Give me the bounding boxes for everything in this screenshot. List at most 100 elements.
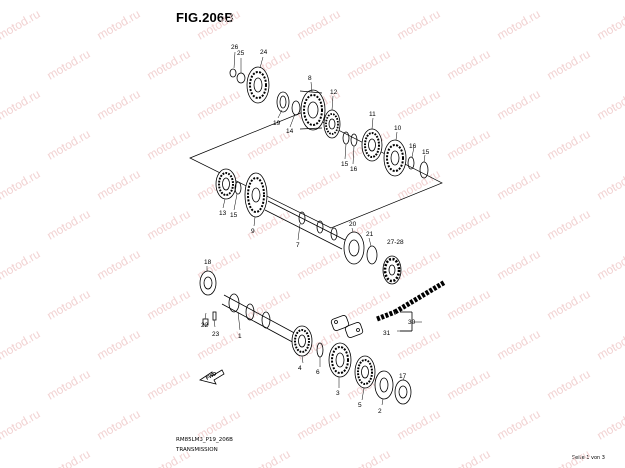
watermark-text: motod.ru [145,47,193,83]
callout-10: 10 [394,125,402,132]
callout-16: 16 [409,143,417,150]
watermark-text: motod.ru [195,87,243,123]
watermark-text: motod.ru [445,47,493,83]
callout-4: 4 [298,365,302,372]
watermark-text: motod.ru [95,7,143,43]
callout-13: 13 [219,210,227,217]
watermark-text: motod.ru [395,7,443,43]
watermark-text: motod.ru [45,127,93,163]
ring-19 [276,91,290,113]
watermark-text: motod.ru [495,7,543,43]
gear-8 [299,89,326,131]
washer-15c [234,181,242,195]
gear-10 [383,139,407,177]
callout-26: 26 [231,44,239,51]
watermark-text: motod.ru [295,407,343,443]
watermark-text: motod.ru [595,407,625,443]
watermark-text: motod.ru [545,367,593,403]
watermark-text: motod.ru [195,407,243,443]
callout-31: 31 [383,330,391,337]
watermark-text: motod.ru [245,367,293,403]
watermark-text: motod.ru [495,407,543,443]
callout-22: 22 [201,322,209,329]
washer-16b [407,156,415,170]
watermark-text: motod.ru [345,447,393,468]
bearing-17 [394,379,412,405]
watermark-text: motod.ru [595,247,625,283]
watermark-text: motod.ru [45,367,93,403]
gear-5 [354,355,376,389]
callout-17: 17 [399,373,407,380]
watermark-text: motod.ru [95,247,143,283]
watermark-text: motod.ru [345,287,393,323]
watermark-text: motod.ru [95,167,143,203]
fwd-label: FWD [205,371,218,382]
callout-23: 23 [212,331,220,338]
watermark-text: motod.ru [495,327,543,363]
callout-15: 15 [422,149,430,156]
washer-14 [291,100,301,116]
watermark-text: motod.ru [345,47,393,83]
watermark-text: motod.ru [395,327,443,363]
watermark-text: motod.ru [0,7,43,43]
callout-2: 2 [378,408,382,415]
watermark-text: motod.ru [145,447,193,468]
callout-16: 16 [350,166,358,173]
watermark-text: motod.ru [195,7,243,43]
watermark-text: motod.ru [145,367,193,403]
bearing-18 [199,270,217,296]
watermark-text: motod.ru [395,407,443,443]
callout-8: 8 [308,75,312,82]
callout-18: 18 [204,259,212,266]
watermark-text: motod.ru [0,247,43,283]
watermark-text: motod.ru [295,7,343,43]
watermark-text: motod.ru [395,247,443,283]
watermark-text: motod.ru [495,87,543,123]
watermark-text: motod.ru [0,327,43,363]
watermark-text: motod.ru [545,47,593,83]
callout-1: 1 [238,333,242,340]
watermark-text: motod.ru [545,207,593,243]
assembly-outline [189,111,443,229]
callout-20: 20 [349,221,357,228]
watermark-text: motod.ru [0,87,43,123]
watermark-text: motod.ru [145,127,193,163]
figure-title: FIG.206B [176,10,234,25]
watermark-text: motod.ru [95,407,143,443]
gear-9 [244,172,268,218]
watermark-text: motod.ru [595,87,625,123]
washer-25 [236,72,246,84]
watermark-text: motod.ru [395,87,443,123]
callout-15: 15 [230,212,238,219]
gear-13 [215,168,237,200]
watermark-text: motod.ru [45,47,93,83]
watermark-text: motod.ru [295,247,343,283]
watermark-text: motod.ru [95,327,143,363]
callout-5: 5 [358,402,362,409]
callout-15: 15 [341,161,349,168]
callout-27-28: 27-28 [387,239,404,246]
figure-subtitle: TRANSMISSION [176,447,218,453]
callout-19: 19 [273,120,281,127]
gear-4 [291,325,313,357]
watermark-text: motod.ru [445,367,493,403]
watermark-text: motod.ru [445,287,493,323]
seal-21 [366,245,378,265]
countershaft-7 [264,200,346,250]
callout-6: 6 [316,369,320,376]
figure-code: RM85LM3_P19_206B [176,437,233,443]
leader-lines [204,51,426,406]
pin-22 [202,318,209,326]
callout-24: 24 [260,49,268,56]
bearing-20 [343,231,365,265]
watermark-text: motod.ru [45,287,93,323]
watermark-text: motod.ru [45,207,93,243]
callout-12: 12 [330,89,338,96]
callout-30: 30 [408,319,416,326]
gear-24 [246,66,270,104]
watermark-text: motod.ru [45,447,93,468]
watermark-text: motod.ru [595,7,625,43]
